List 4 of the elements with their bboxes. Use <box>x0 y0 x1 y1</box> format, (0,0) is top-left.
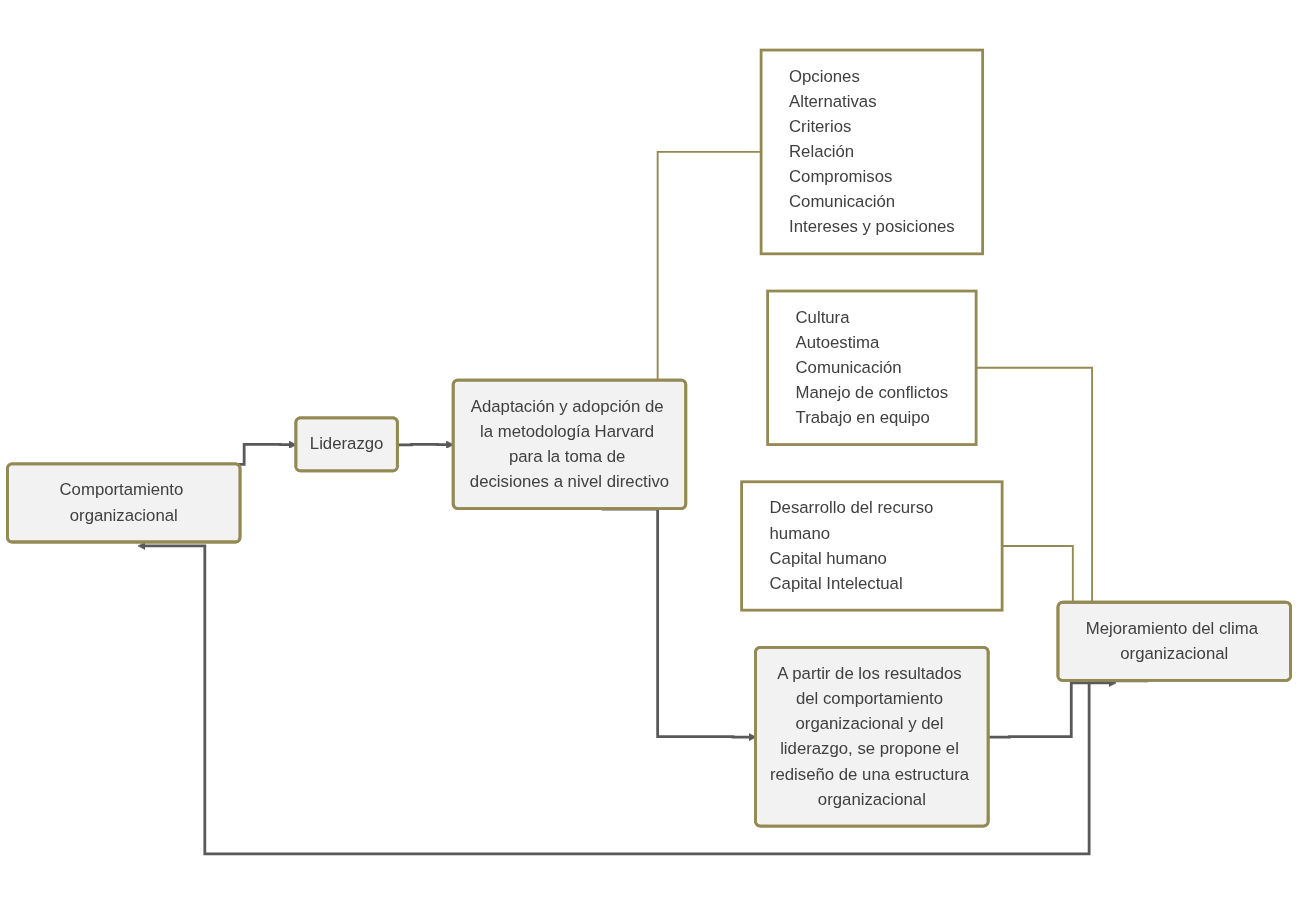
node-box: Cultura Autoestima Comunicación Manejo de conflictos Trabajo en equipo <box>766 289 978 446</box>
arrow <box>397 440 454 449</box>
node-box: Desarrollo del recurso humano Capital humano Capital Intelectual <box>740 480 1004 612</box>
node-box: Opciones Alternativas Criterios Relación Compromisos Comunicación Intereses y posiciones <box>759 48 985 256</box>
